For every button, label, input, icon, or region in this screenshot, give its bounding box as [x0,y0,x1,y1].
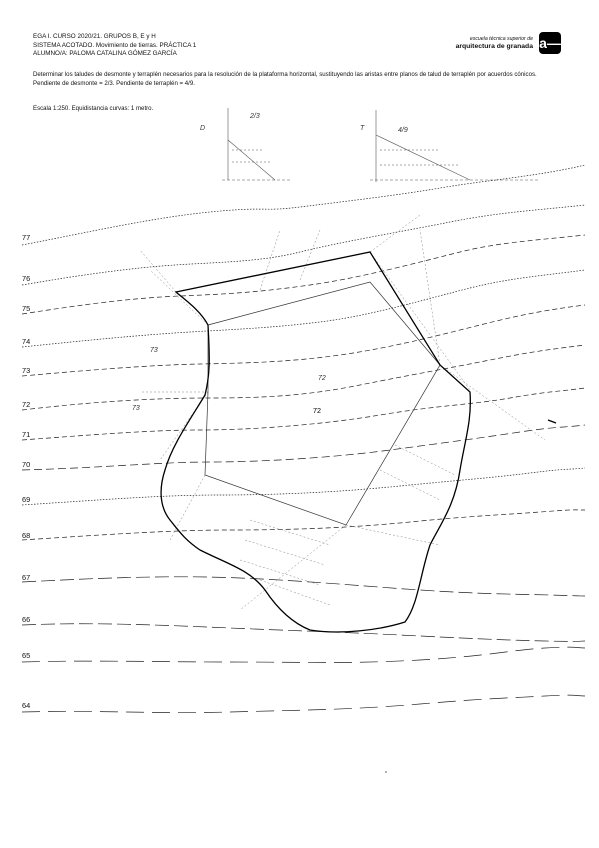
platform-outline [204,281,441,526]
sketch-ratio-terraplen: 4/9 [398,127,408,134]
contour-64 [21,694,586,713]
contour-69 [21,467,586,506]
stray-dot [385,771,387,773]
contour-68 [21,509,586,541]
contour-70 [21,424,586,471]
slope-sketch-desmonte: D 2/3 [200,108,290,181]
earthworks-boundary [160,251,471,633]
slope-sketch-terraplen: T 4/9 [360,110,540,182]
contour-labels: 77 76 75 74 73 72 71 70 69 68 67 66 65 6… [22,233,30,710]
logo-mark-icon: a— [539,32,561,54]
slope-construction-lines [139,214,546,611]
contour-label-67: 67 [22,573,30,582]
logo-subtitle: escuela técnica superior de [469,35,533,42]
contour-label-75: 75 [22,304,30,313]
contour-67 [21,576,586,597]
school-logo: escuela técnica superior de arquitectura… [456,32,561,54]
scale-note: Escala 1:250. Equidistancia curvas: 1 me… [33,105,154,112]
contour-75 [21,234,586,315]
contour-label-76: 76 [22,274,30,283]
contour-label-68: 68 [22,531,30,540]
contour-76 [21,204,586,286]
contour-lines [21,164,586,713]
contour-label-73: 73 [22,366,30,375]
contour-66 [21,623,586,642]
contour-72 [21,344,586,411]
contour-label-70: 70 [22,460,30,469]
contour-label-74: 74 [22,337,30,346]
header-block: EGA I. CURSO 2020/21. GRUPOS B, E y H SI… [33,33,196,59]
student-line: ALUMNO/A: PALOMA CATALINA GÓMEZ GARCÍA [33,50,177,58]
hand-note-1: 73 [150,347,158,354]
contour-77 [21,164,586,246]
logo-title: arquitectura de granada [455,42,533,50]
sketch-marker-t: T [360,125,365,132]
contour-73 [21,304,586,377]
sketch-marker-d: D [200,125,205,132]
exercise-line: SISTEMA ACOTADO. Movimiento de tierras. … [33,41,197,49]
contour-label-71: 71 [22,430,30,439]
contour-label-64: 64 [22,701,30,710]
hand-note-2: 73 [132,405,140,412]
margin-mark [547,419,557,424]
contour-74 [21,269,586,348]
contour-65 [21,646,586,663]
contour-label-72: 72 [22,400,30,409]
contour-label-66: 66 [22,615,30,624]
sketch-ratio-desmonte: 2/3 [249,113,260,120]
contour-71 [21,387,586,441]
contour-label-77: 77 [22,233,30,242]
contour-label-65: 65 [22,651,30,660]
hand-note-3: 72 [318,375,326,382]
platform-elevation-label: 72 [313,406,321,415]
contour-label-69: 69 [22,495,30,504]
task-statement: Determinar los taludes de desmonte y ter… [33,71,537,87]
course-line: EGA I. CURSO 2020/21. GRUPOS B, E y H [33,33,156,40]
